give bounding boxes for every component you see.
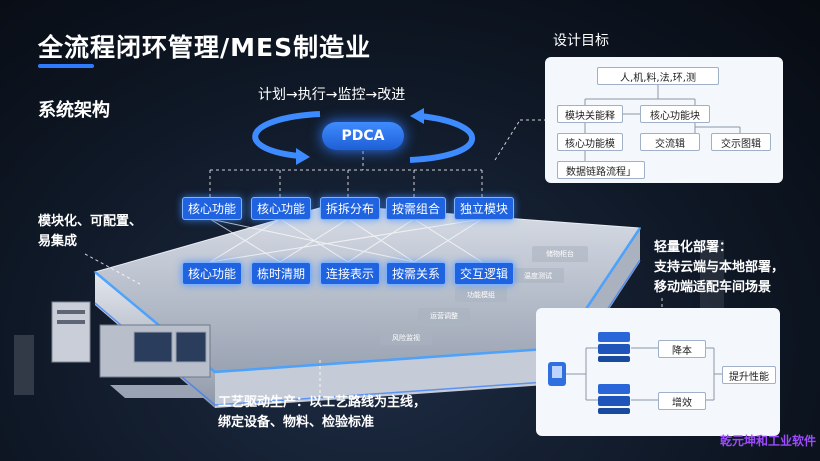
goal-box: 人,机,料,法,环,测 — [597, 67, 719, 85]
platform-slab: 储物柜台 — [532, 246, 588, 262]
title-underline — [38, 64, 94, 68]
module-tag: 拆拆分布 — [320, 197, 380, 220]
server-icon — [598, 384, 630, 414]
deploy-box: 增效 — [658, 392, 706, 410]
bottom-note-line: 绑定设备、物料、检验标准 — [218, 415, 375, 430]
page-title: 全流程闭环管理/MES制造业 — [38, 33, 372, 62]
platform-slab: 功能模组 — [455, 287, 507, 302]
goal-box: 交流辑 — [640, 133, 700, 151]
platform-slab: 温度测试 — [512, 268, 564, 283]
module-tag: 连接表示 — [320, 262, 380, 285]
module-tag: 核心功能 — [251, 197, 311, 220]
module-tag: 交互逻辑 — [454, 262, 514, 285]
goal-panel: 人,机,料,法,环,测 模块关能释 核心功能块 核心功能模 交流辑 交示图辑 数… — [545, 57, 783, 183]
process-flow-label: 计划→执行→监控→改进 — [258, 87, 406, 103]
right-note: 轻量化部署： 支持云端与本地部署， 移动端适配车间场景 — [654, 238, 784, 298]
goal-box: 交示图辑 — [711, 133, 771, 151]
server-icon — [598, 332, 630, 362]
goal-box: 模块关能释 — [557, 105, 623, 123]
right-note-line: 轻量化部署： — [654, 240, 733, 255]
deploy-diagram — [548, 332, 722, 414]
platform-slab: 运营调整 — [418, 308, 470, 323]
left-note: 模块化、可配置、 易集成 — [38, 212, 142, 252]
goal-box: 核心功能块 — [640, 105, 710, 123]
left-note-line: 易集成 — [38, 234, 78, 249]
deploy-box: 提升性能 — [722, 366, 776, 384]
deploy-panel: 降本 增效 提升性能 — [536, 308, 780, 436]
goal-connectors — [584, 85, 741, 161]
module-tag: 栋时清期 — [251, 262, 311, 285]
pdca-badge: PDCA — [322, 122, 404, 150]
goal-box: 数据链路流程」 — [557, 161, 645, 179]
goal-panel-title: 设计目标 — [553, 33, 609, 49]
platform-slab: 风险监视 — [380, 330, 432, 345]
module-tag: 核心功能 — [182, 262, 242, 285]
right-note-line: 移动端适配车间场景 — [654, 280, 772, 295]
watermark: 乾元坤和工业软件 — [719, 434, 816, 448]
right-note-line: 支持云端与本地部署， — [654, 260, 785, 275]
left-note-line: 模块化、可配置、 — [38, 214, 143, 229]
module-tag: 独立模块 — [454, 197, 514, 220]
bottom-note: 工艺驱动生产：以工艺路线为主线， 绑定设备、物料、检验标准 — [218, 393, 426, 433]
goal-box: 核心功能模 — [557, 133, 623, 151]
module-tag: 按需关系 — [386, 262, 446, 285]
deploy-box: 降本 — [658, 340, 706, 358]
section-subtitle: 系统架构 — [38, 100, 110, 121]
module-tag: 按需组合 — [386, 197, 446, 220]
module-tag: 核心功能 — [182, 197, 242, 220]
bottom-note-line: 工艺驱动生产：以工艺路线为主线， — [218, 395, 427, 410]
